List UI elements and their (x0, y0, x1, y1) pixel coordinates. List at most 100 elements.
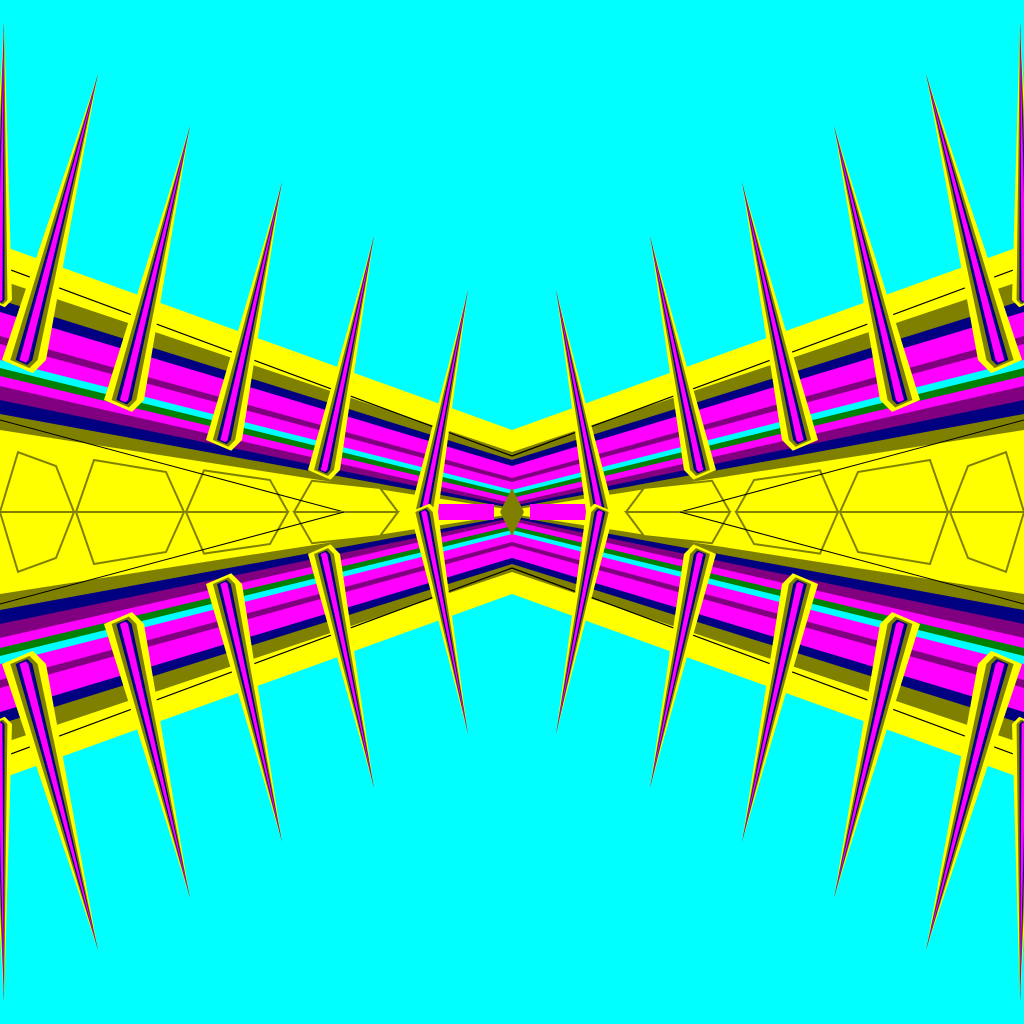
spike-4-layer-2 (926, 658, 1009, 950)
spike-0-layer-3 (421, 290, 468, 514)
spike-1-layer-2 (317, 236, 374, 474)
spike-4-layer-2 (15, 658, 98, 950)
mirror-top-left (0, 22, 513, 521)
spike-2-layer-3 (742, 581, 804, 842)
centre-diamond (512, 512, 524, 536)
mirror-bottom-right (511, 503, 1024, 1002)
cell-3 (0, 511, 76, 574)
spike-4-layer-0 (2, 650, 98, 950)
spike-3-layer-0 (834, 612, 920, 898)
diag-line-0 (0, 265, 513, 457)
spike-1-layer-0 (650, 544, 716, 788)
spike-0-layer-0 (410, 503, 468, 734)
spike-4-layer-3 (926, 74, 1005, 363)
spike-3-layer-1 (834, 126, 913, 408)
pattern-mirrors (0, 22, 1024, 1002)
spike-4-layer-0 (926, 74, 1022, 374)
spike-0-layer-2 (556, 508, 606, 734)
cell-1 (184, 511, 290, 555)
spike-3-layer-3 (834, 621, 904, 898)
spike-1-layer-1 (314, 236, 374, 476)
spike-1-layer-3 (650, 552, 704, 788)
spike-2-layer-3 (220, 182, 282, 443)
diag-line-1 (679, 511, 1024, 605)
spike-2-layer-2 (742, 182, 807, 445)
spike-0-layer-2 (556, 290, 606, 516)
cell-1 (734, 511, 840, 555)
spike-0-layer-1 (415, 506, 468, 734)
spike-4-layer-3 (926, 661, 1005, 950)
spike-3-layer-3 (120, 621, 190, 898)
spike-2-layer-2 (217, 182, 282, 445)
spike-3-layer-3 (120, 126, 190, 403)
spike-2-layer-0 (206, 573, 282, 842)
spike-1-layer-3 (320, 552, 374, 788)
diag-line-1 (679, 419, 1024, 513)
spike-0-layer-3 (556, 510, 603, 734)
diag-line-0 (511, 265, 1024, 457)
centre-diamond (500, 512, 512, 536)
spike-1-layer-3 (320, 236, 374, 472)
spike-1-layer-1 (650, 236, 710, 476)
cell-3 (948, 511, 1024, 574)
spike-3-layer-0 (834, 126, 920, 412)
mirror-bottom-left (0, 503, 513, 1002)
spike-0-layer-0 (410, 290, 468, 521)
diag-line-1 (0, 419, 345, 513)
pattern-quadrant (511, 22, 1024, 521)
spike-3-layer-2 (116, 126, 190, 405)
spike-2-layer-0 (742, 573, 818, 842)
spike-2-layer-0 (742, 182, 818, 451)
spike-5-layer-3 (1020, 722, 1024, 1002)
spike-3-layer-2 (834, 126, 908, 405)
spike-4-layer-3 (19, 661, 98, 950)
spike-2-layer-1 (742, 577, 812, 842)
spike-3-layer-0 (104, 126, 190, 412)
cell-0 (292, 511, 400, 545)
spike-1-layer-2 (317, 550, 374, 788)
spike-2-layer-3 (220, 581, 282, 842)
spike-4-layer-0 (926, 650, 1022, 950)
centre-diamond (500, 488, 512, 512)
spike-1-layer-1 (650, 548, 710, 788)
cell-2 (838, 511, 950, 566)
spike-2-layer-2 (217, 579, 282, 842)
spike-1-layer-3 (650, 236, 704, 472)
centre-diamond (512, 488, 524, 512)
spike-2-layer-2 (742, 579, 807, 842)
diag-line-1 (0, 511, 345, 605)
spike-1-layer-2 (650, 550, 707, 788)
spike-3-layer-0 (104, 612, 190, 898)
spike-4-layer-3 (19, 74, 98, 363)
spike-5-layer-3 (1020, 22, 1024, 302)
spike-0-layer-0 (556, 503, 614, 734)
spike-0-layer-3 (421, 510, 468, 734)
spike-4-layer-2 (926, 74, 1009, 366)
spike-5-layer-3 (0, 22, 4, 302)
spike-2-layer-3 (742, 182, 804, 443)
spike-3-layer-2 (116, 619, 190, 898)
spike-3-layer-1 (111, 126, 190, 408)
diag-line-0 (0, 567, 513, 759)
spike-0-layer-0 (556, 290, 614, 521)
spike-2-layer-1 (212, 182, 282, 447)
spike-1-layer-0 (650, 236, 716, 480)
cell-0 (624, 511, 732, 545)
spike-0-layer-3 (556, 290, 603, 514)
spike-2-layer-0 (206, 182, 282, 451)
spike-1-layer-1 (314, 548, 374, 788)
spike-1-layer-0 (308, 544, 374, 788)
spike-3-layer-1 (834, 616, 913, 898)
spike-4-layer-1 (10, 655, 98, 950)
spike-4-layer-0 (2, 74, 98, 374)
spike-0-layer-2 (418, 508, 468, 734)
spike-0-layer-2 (418, 290, 468, 516)
cell-2 (74, 511, 186, 566)
spike-1-layer-2 (650, 236, 707, 474)
diag-line-0 (511, 567, 1024, 759)
spike-4-layer-1 (926, 74, 1014, 369)
spike-0-layer-1 (556, 290, 609, 518)
spike-4-layer-1 (10, 74, 98, 369)
spike-4-layer-1 (926, 655, 1014, 950)
